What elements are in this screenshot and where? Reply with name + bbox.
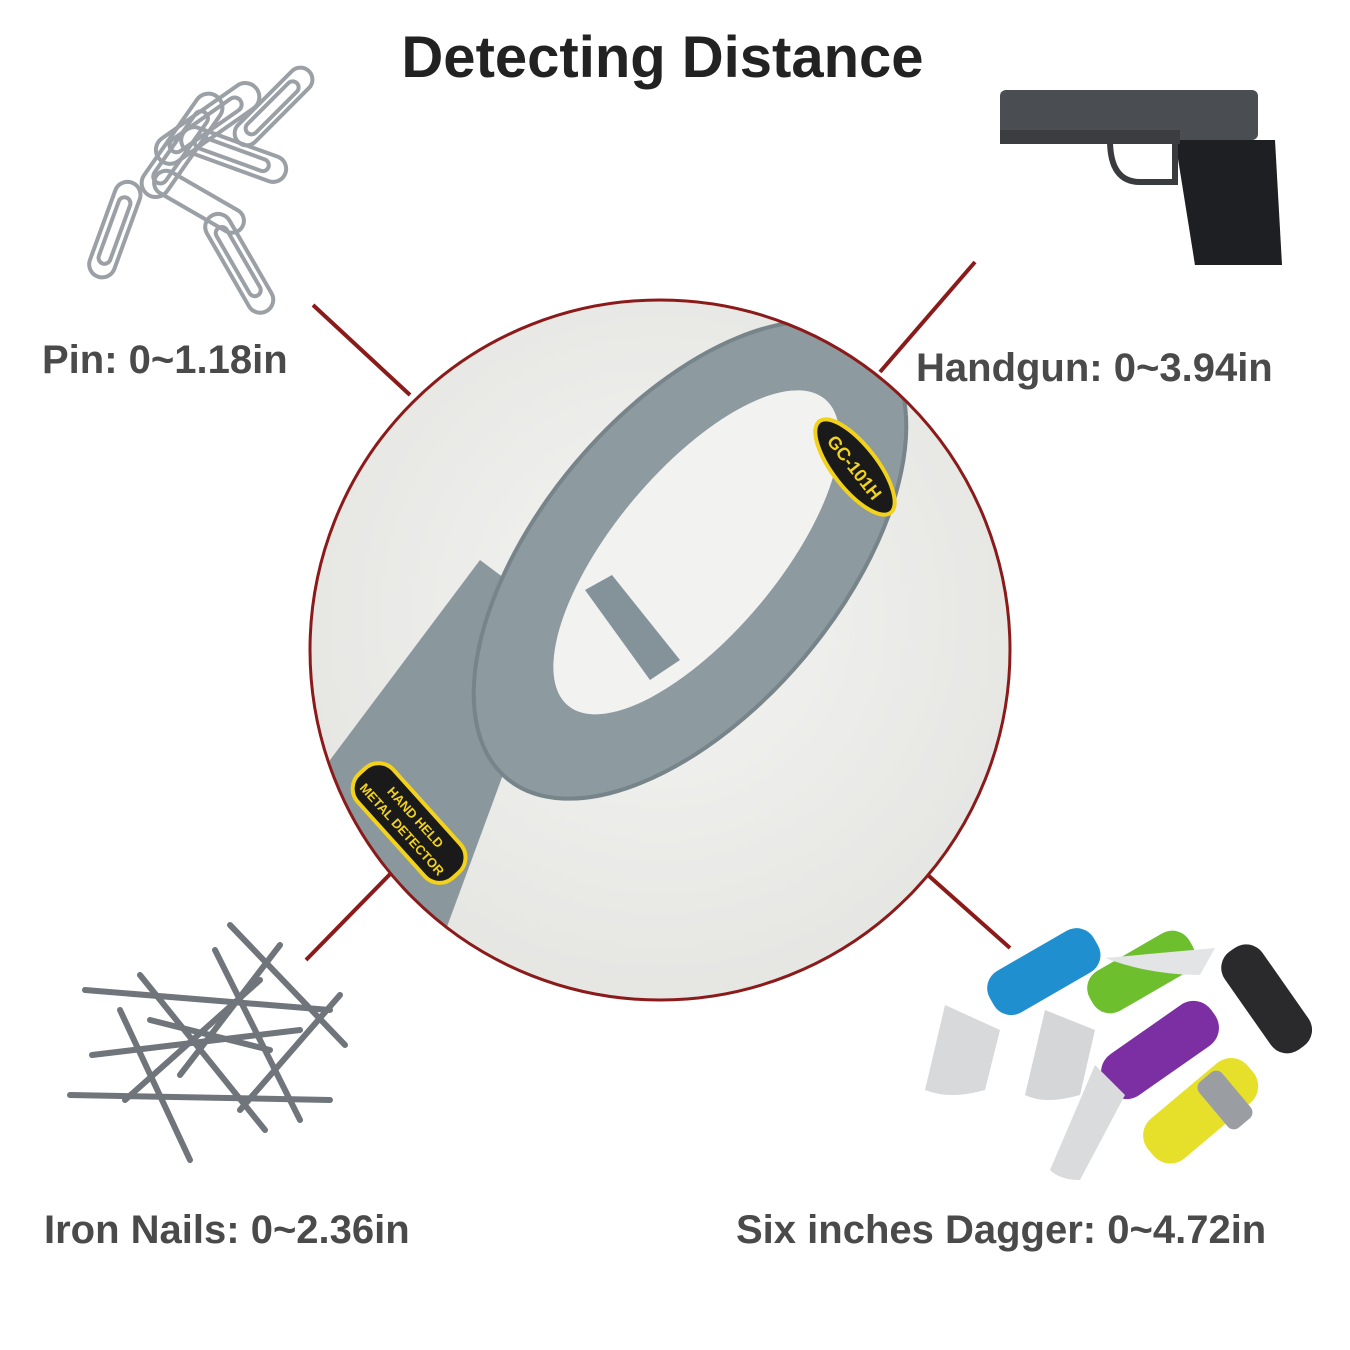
metal-detector-image: GC-101H HAND HELD METAL DETECTOR [310, 319, 909, 1000]
model-badge: GC-101H [813, 417, 897, 517]
connector-line-dagger [918, 866, 1012, 950]
nails-icon [67, 922, 348, 1163]
page-title: Detecting Distance [401, 25, 924, 90]
handgun-distance-label: Handgun: 0~3.94in [916, 346, 1273, 390]
folding-knives-icon [925, 928, 1313, 1180]
pin-distance-label: Pin: 0~1.18in [42, 338, 288, 382]
connector-lines [304, 260, 1012, 962]
paperclip-icon [87, 65, 315, 315]
iron-nails-distance-label: Iron Nails: 0~2.36in [44, 1208, 410, 1252]
connector-line-nails [304, 864, 400, 962]
dagger-distance-label: Six inches Dagger: 0~4.72in [736, 1208, 1267, 1252]
circle-border [308, 298, 1012, 1002]
handgun-icon [1000, 90, 1282, 265]
connector-line-handgun [878, 260, 977, 374]
connector-line-pin [311, 303, 412, 397]
detector-circle: GC-101H HAND HELD METAL DETECTOR [308, 298, 1012, 1002]
